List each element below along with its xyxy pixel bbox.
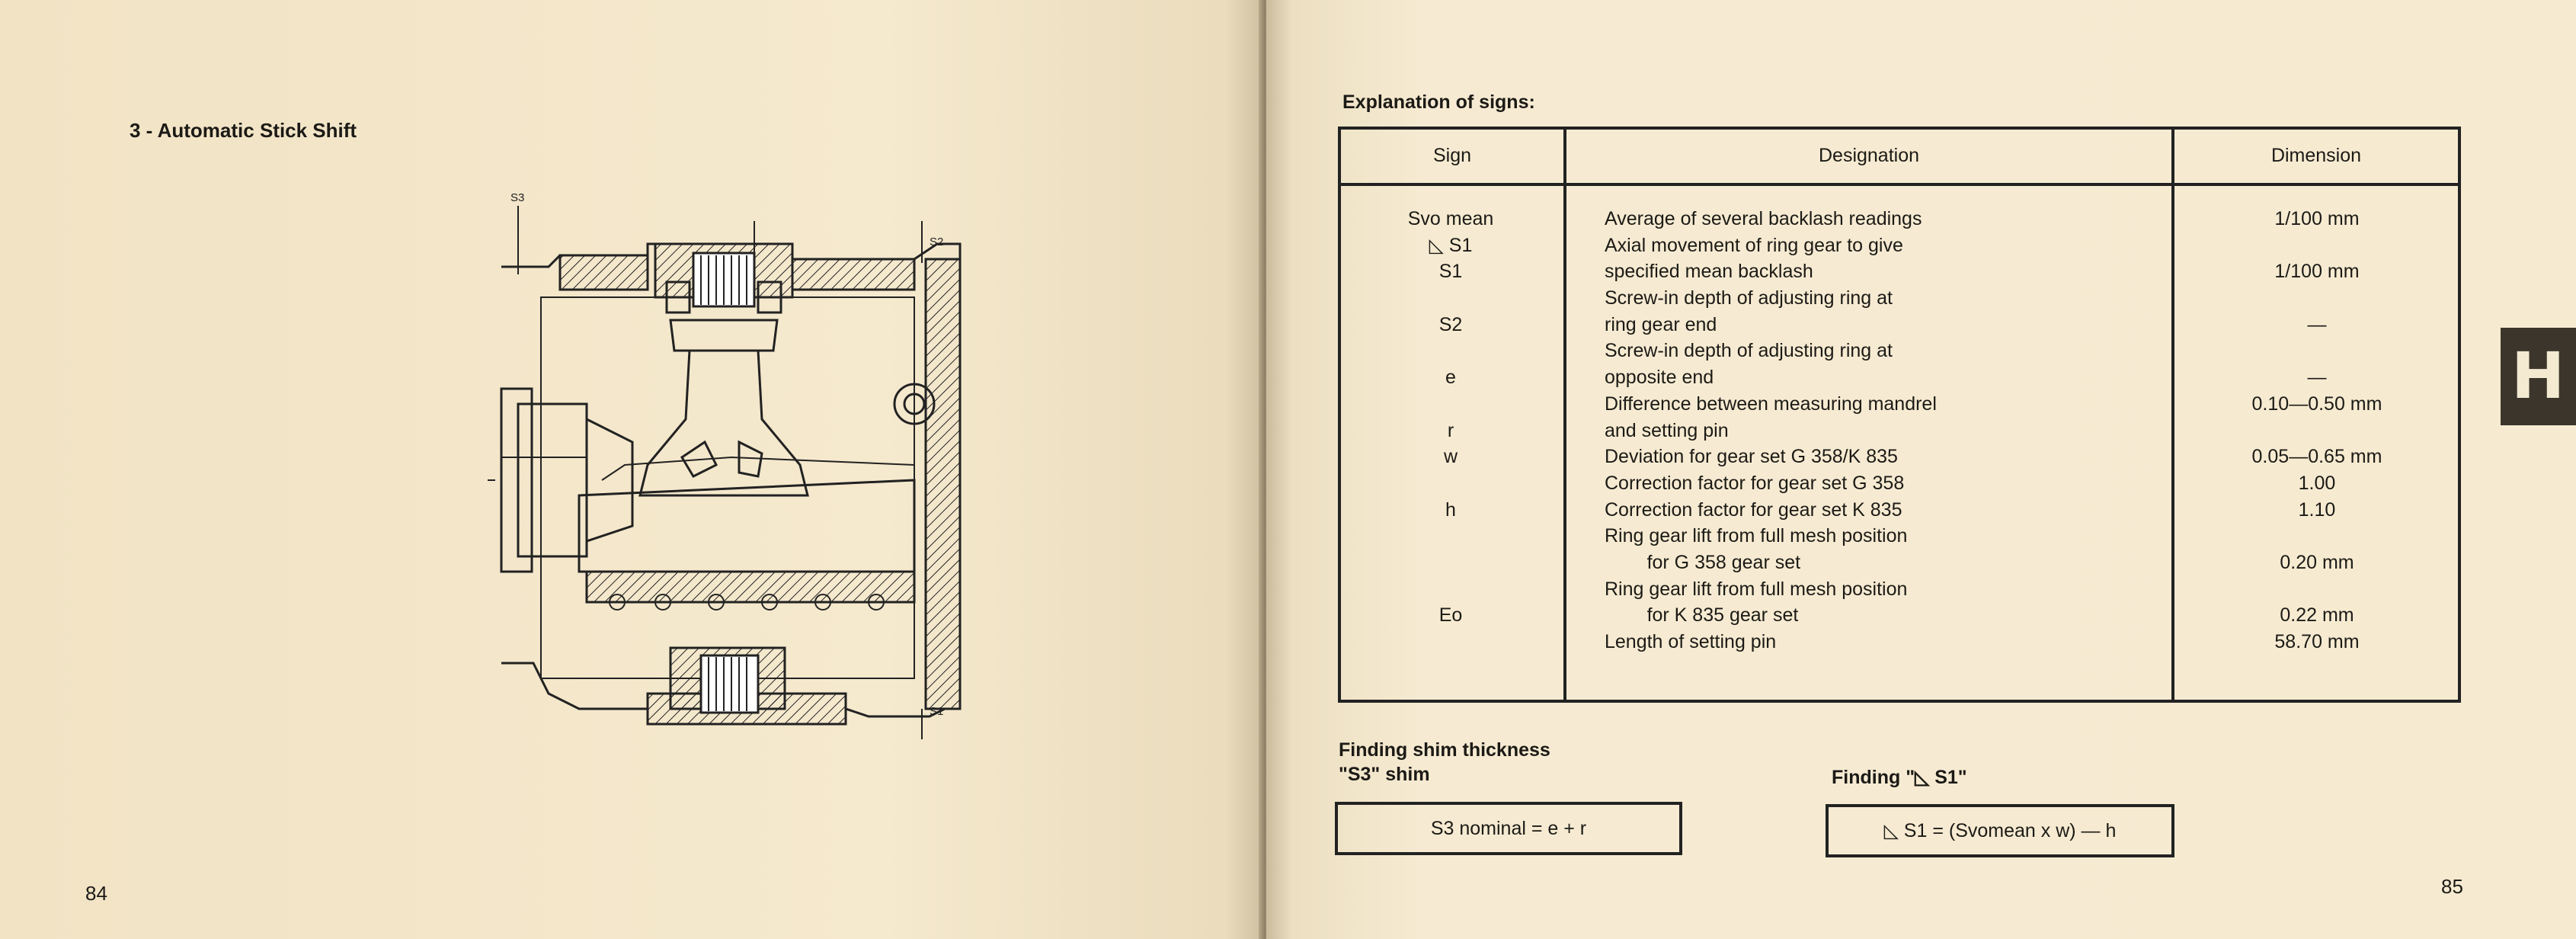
- right-page: [1266, 0, 2576, 939]
- sign-cell: S1: [1438, 261, 1463, 283]
- designation-cell: Average of several backlash readings: [1605, 208, 1922, 229]
- designation-cell: Difference between measuring mandrel: [1605, 393, 1937, 415]
- dimension-cell: 0.05—0.65 mm: [2251, 446, 2382, 468]
- finding-s1-title: Finding "◺ S1": [1832, 767, 1967, 788]
- column-divider: [1563, 130, 1566, 700]
- sign-cell: Svo mean: [1407, 208, 1494, 229]
- dimension-cell: —: [2307, 313, 2327, 335]
- dimension-cell: 0.10—0.50 mm: [2251, 393, 2382, 415]
- sign-cell: [1341, 285, 1560, 312]
- gearbox-cross-section-diagram: S3 S2 S1: [488, 191, 962, 739]
- dimension-cell: 1.10: [2298, 498, 2336, 521]
- designation-cell: Screw-in depth of adjusting ring at: [1605, 287, 1893, 309]
- page-number-right: 85: [2441, 875, 2463, 898]
- sign-cell: w: [1443, 446, 1458, 468]
- designation-cell: Length of setting pin: [1605, 631, 1777, 652]
- designation-cell: for G 358 gear set: [1605, 551, 1801, 573]
- designation-cell: Axial movement of ring gear to give: [1605, 234, 1903, 256]
- formula-s1-box: ◺ S1 = (Svomean x w) — h: [1826, 804, 2174, 857]
- designation-cell: ring gear end: [1605, 313, 1717, 335]
- section-tab-h: H: [2501, 328, 2576, 425]
- sign-cell: [1341, 391, 1560, 418]
- section-tab-letter: H: [2511, 338, 2565, 413]
- sign-cell: e: [1445, 367, 1456, 389]
- s2-label: S2: [930, 236, 943, 248]
- dimension-cell: 1.00: [2298, 472, 2336, 494]
- header-divider: [1341, 183, 2458, 186]
- designation-cell: Ring gear lift from full mesh position: [1605, 525, 1908, 547]
- designation-cell: Screw-in depth of adjusting ring at: [1605, 340, 1893, 362]
- header-designation: Designation: [1818, 145, 1920, 166]
- sign-cell: [1341, 470, 1560, 497]
- s1-label: S1: [930, 705, 943, 718]
- left-page: 3 - Automatic Stick Shift: [0, 0, 1263, 939]
- dimension-cell: [2176, 523, 2458, 550]
- formula-s3-box: S3 nominal = e + r: [1335, 802, 1682, 855]
- sign-cell: ◺ S1: [1429, 234, 1473, 256]
- designation-cell: Correction factor for gear set G 358: [1605, 472, 1905, 494]
- designation-cell: Ring gear lift from full mesh position: [1605, 578, 1908, 600]
- dimension-cell: 0.20 mm: [2280, 551, 2354, 573]
- column-divider: [2171, 130, 2174, 700]
- dimension-cell: [2176, 232, 2458, 259]
- dimension-cell: 0.22 mm: [2280, 604, 2354, 627]
- header-sign: Sign: [1432, 145, 1472, 166]
- dimension-cell: [2176, 576, 2458, 603]
- section-title: 3 - Automatic Stick Shift: [130, 119, 357, 142]
- s3-label: S3: [510, 191, 524, 204]
- formula-s1: ◺ S1 = (Svomean x w) — h: [1883, 820, 2117, 841]
- sign-cell: h: [1445, 498, 1456, 521]
- designation-cell: for K 835 gear set: [1605, 604, 1799, 627]
- sign-cell: [1341, 523, 1560, 550]
- dimension-cell: 1/100 mm: [2274, 208, 2360, 229]
- sign-cell: [1341, 550, 1560, 576]
- dimension-cell: 1/100 mm: [2274, 261, 2360, 283]
- designation-cell: Correction factor for gear set K 835: [1605, 498, 1902, 521]
- sign-cell: Eo: [1438, 604, 1463, 627]
- dimension-cell: [2176, 338, 2458, 364]
- dimension-cell: [2176, 285, 2458, 312]
- sign-cell: S2: [1438, 313, 1463, 335]
- header-dimension: Dimension: [2270, 145, 2362, 166]
- dimension-cell: —: [2307, 367, 2327, 389]
- designation-cell: Deviation for gear set G 358/K 835: [1605, 446, 1898, 468]
- finding-shim-title: Finding shim thickness: [1339, 739, 1550, 761]
- dimension-cell: [2176, 418, 2458, 444]
- finding-shim-subtitle: "S3" shim: [1339, 764, 1430, 785]
- sign-cell: [1341, 338, 1560, 364]
- designation-cell: specified mean backlash: [1605, 261, 1813, 283]
- designation-cell: opposite end: [1605, 367, 1714, 389]
- designation-cell: and setting pin: [1605, 419, 1729, 441]
- page-number-left: 84: [85, 882, 107, 905]
- dimension-column: 1/100 mm 1/100 mm — — 0.10—0.50 mm 0.05—0.65 …: [2176, 206, 2458, 655]
- explanation-heading: Explanation of signs:: [1342, 91, 1535, 113]
- sign-cell: [1341, 576, 1560, 603]
- formula-s3: S3 nominal = e + r: [1430, 817, 1587, 839]
- dimension-cell: 58.70 mm: [2274, 631, 2360, 652]
- sign-cell: r: [1447, 419, 1454, 441]
